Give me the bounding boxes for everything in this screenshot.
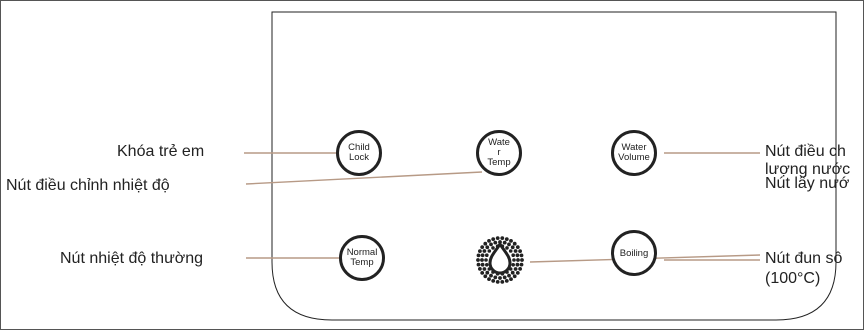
button-text: Child [348, 142, 370, 153]
button-text: Temp [350, 257, 373, 268]
ring-dot [480, 258, 484, 262]
button-text: Water [622, 142, 647, 153]
temp-adjust-label: Nút điều chỉnh nhiệt độ [6, 177, 170, 194]
ring-dot [478, 249, 482, 254]
button-text: r [497, 147, 500, 158]
ring-dot [502, 240, 507, 245]
ring-dot [513, 267, 518, 271]
ring-dot [511, 253, 515, 257]
ring-dot [482, 267, 487, 271]
ring-dot [487, 249, 492, 253]
ring-dot [504, 279, 509, 283]
leader-temp-adjust [245, 171, 483, 185]
ring-dot [512, 274, 517, 279]
ring-dot [511, 263, 515, 267]
dotted-ring [476, 236, 524, 284]
ring-dot [476, 262, 481, 267]
ring-dot [515, 262, 520, 267]
ring-dot [493, 240, 498, 245]
ring-dot [515, 271, 520, 275]
ring-dot [504, 237, 509, 242]
ring-dot [518, 267, 522, 271]
panel-outline [271, 11, 837, 321]
ring-dot [491, 279, 496, 283]
button-text: Lock [349, 152, 369, 163]
ring-dot [485, 270, 490, 275]
ring-dot [509, 239, 513, 243]
ring-dot [509, 277, 513, 281]
ring-dot [489, 273, 493, 278]
leader-lines [244, 152, 761, 263]
ring-dot [485, 253, 489, 257]
ring-dot [483, 274, 488, 279]
volume-adjust-label-line1: Nút điều ch [765, 143, 846, 160]
ring-dot [512, 241, 517, 246]
ring-dot [495, 280, 500, 284]
water-drop-icon [488, 242, 512, 275]
water-dispense-button[interactable] [476, 236, 524, 284]
ring-dot [495, 236, 500, 241]
button-text: Wate [488, 137, 510, 148]
ring-dot [516, 258, 520, 262]
button-text: Volume [618, 152, 650, 163]
child-lock-label: Khóa trẻ em [117, 143, 205, 160]
volume-adjust-label-line2: lượng nước [765, 161, 851, 178]
ring-dot [507, 273, 511, 278]
dispense-label: Nút lấy nướ [765, 175, 850, 192]
ring-dot [502, 275, 507, 280]
ring-dot [476, 258, 480, 262]
button-text: Normal [347, 247, 378, 258]
ring-dot [491, 246, 495, 250]
ring-dot [478, 267, 482, 271]
ring-dot [489, 242, 493, 247]
ring-dot [483, 241, 488, 246]
ring-dot [519, 253, 524, 258]
ring-dot [513, 249, 518, 253]
ring-dot [493, 275, 498, 280]
ring-dot [518, 249, 522, 254]
ring-dot [500, 280, 505, 284]
ring-dot [515, 253, 520, 258]
ring-dot [484, 258, 488, 262]
ring-dot [480, 245, 485, 250]
ring-dot [498, 276, 502, 280]
ring-dot [507, 242, 511, 247]
button-text: Boiling [620, 248, 649, 259]
boil-label-line2: (100°C) [765, 270, 821, 287]
ring-dot [515, 245, 520, 250]
ring-dot [520, 258, 524, 262]
button-text: Temp [487, 157, 510, 168]
ring-dot [476, 253, 481, 258]
normal-temp-label: Nút nhiệt độ thường [60, 250, 204, 267]
ring-dot [510, 270, 515, 275]
boil-label-line1: Nút đun sô [765, 250, 843, 267]
boiling-button[interactable]: Boiling [611, 230, 657, 276]
ring-dot [510, 245, 515, 250]
ring-dot [500, 236, 505, 241]
ring-dot [487, 239, 491, 243]
ring-dot [487, 277, 491, 281]
ring-dot [519, 262, 524, 267]
ring-dot [480, 253, 485, 258]
ring-dot [485, 245, 490, 250]
ring-dot [505, 246, 509, 250]
svg-text:Boiling: Boiling [620, 248, 649, 259]
ring-dot [480, 271, 485, 275]
ring-dot [482, 249, 487, 253]
ring-dot [491, 237, 496, 242]
ring-dot [480, 262, 485, 267]
ring-dot [512, 258, 516, 262]
ring-dot [508, 249, 513, 253]
ring-dot [485, 263, 489, 267]
